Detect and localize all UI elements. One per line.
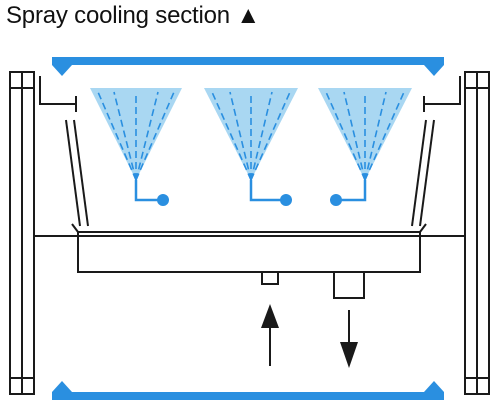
spray-nozzle-1 bbox=[90, 88, 182, 206]
right-bracket bbox=[423, 76, 461, 112]
arrow-down-icon bbox=[340, 310, 358, 368]
title-text: Spray cooling section bbox=[6, 2, 230, 29]
bottom-water-pipe bbox=[52, 381, 444, 400]
large-outlet bbox=[333, 271, 365, 299]
arrow-up-icon bbox=[261, 304, 279, 366]
right-support-column bbox=[464, 71, 490, 395]
tray-outlets bbox=[261, 271, 365, 299]
chamber-walls bbox=[65, 119, 435, 227]
left-bracket bbox=[39, 76, 77, 112]
left-support-column bbox=[9, 71, 35, 395]
small-outlet bbox=[261, 271, 279, 285]
collection-tray bbox=[71, 223, 427, 273]
spray-nozzle-3 bbox=[318, 88, 412, 206]
diagram-title: Spray cooling section ▲ bbox=[6, 2, 260, 30]
spray-nozzle-2 bbox=[204, 88, 298, 206]
title-triangle-icon: ▲ bbox=[236, 2, 260, 29]
top-water-pipe bbox=[52, 57, 444, 76]
